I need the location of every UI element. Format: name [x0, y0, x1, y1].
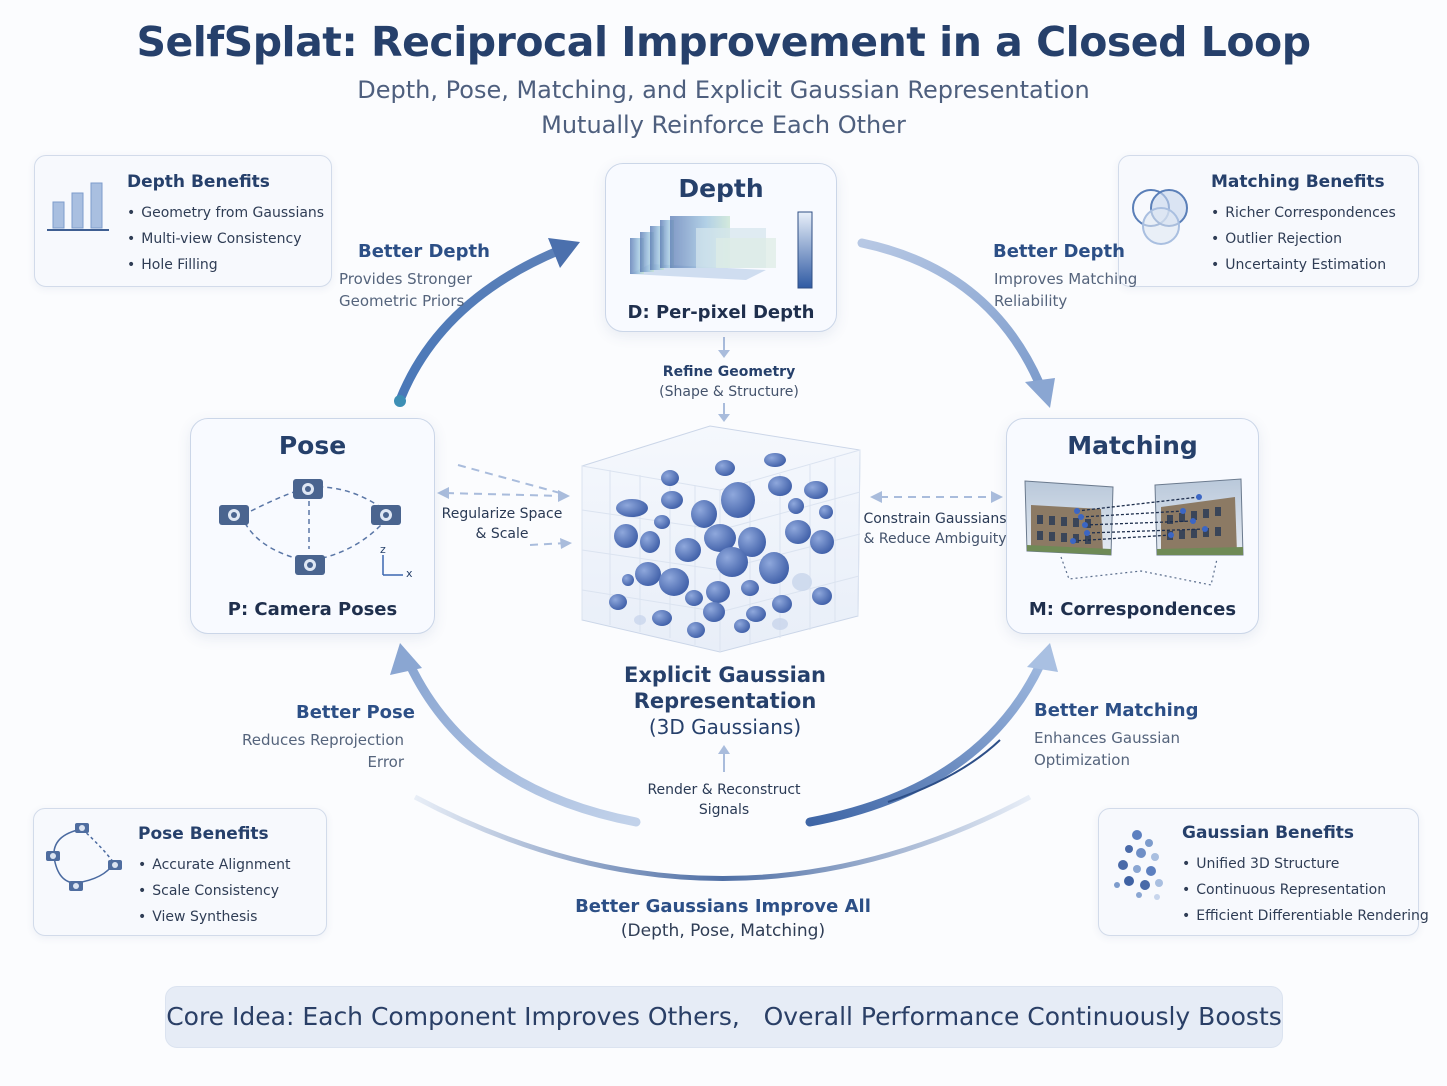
gaussian-title-line1: Explicit Gaussian	[624, 663, 826, 687]
label-text: Provides Stronger	[339, 270, 473, 288]
list-item: Geometry from Gaussians	[127, 200, 324, 226]
camera-icon	[219, 505, 249, 525]
node-subtitle: P: Camera Poses	[227, 599, 398, 620]
label-constrain: Constrain Gaussians & Reduce Ambiguity	[862, 509, 1008, 549]
list-item: Efficient Differentiable Rendering	[1182, 903, 1429, 929]
label-render: Render & Reconstruct Signals	[624, 780, 824, 820]
list-item: Richer Correspondences	[1211, 200, 1396, 226]
arrow-gauss-to-pose	[405, 660, 641, 827]
label-line: (Shape & Structure)	[659, 384, 799, 400]
bar-chart-icon	[47, 182, 109, 231]
core-idea-banner: Core Idea: Each Component Improves Other…	[165, 986, 1283, 1048]
label-line: Constrain Gaussians	[863, 511, 1007, 527]
label-text: Reliability	[994, 292, 1068, 310]
label-better-depth-right: Better Depth	[993, 241, 1125, 262]
arrow-depth-to-matching	[857, 238, 1045, 390]
list-item: Scale Consistency	[138, 878, 290, 904]
arrow-pose-to-depth	[395, 245, 565, 405]
label-text: Error	[367, 753, 404, 771]
node-subtitle: M: Correspondences	[1028, 599, 1237, 620]
label-text: Optimization	[1034, 751, 1130, 769]
label-line: Refine Geometry	[662, 364, 796, 380]
camera-poses-icon	[219, 479, 403, 576]
label-text: Enhances Gaussian	[1034, 729, 1181, 747]
label-text: Improves Matching	[994, 270, 1138, 288]
label-text: Geometric Priors	[339, 292, 465, 310]
right-photo	[1154, 478, 1244, 556]
depth-stack-icon	[630, 211, 813, 289]
camera-network-icon	[46, 823, 122, 891]
label-better-depth-left: Better Depth	[358, 241, 490, 262]
axis-x-label: x	[406, 567, 413, 580]
card-gaussian-benefits: Gaussian Benefits Unified 3D Structure C…	[1098, 808, 1429, 936]
node-subtitle: D: Per-pixel Depth	[627, 302, 815, 323]
gaussian-title: Explicit Gaussian Representation (3D Gau…	[560, 662, 890, 740]
arc-gaussians-improve-all	[413, 794, 1032, 881]
label-line: Regularize Space	[441, 506, 563, 522]
node-pose: Pose z x P: Camera Poses	[190, 418, 435, 634]
venn-icon	[1132, 189, 1188, 245]
list-item: Multi-view Consistency	[127, 226, 324, 252]
label-line: Render & Reconstruct	[647, 782, 801, 798]
list-item: Outlier Rejection	[1211, 226, 1396, 252]
node-title: Depth	[678, 174, 764, 203]
label-line: & Reduce Ambiguity	[863, 531, 1007, 547]
node-depth: Depth D: Per-pixel Depth	[605, 163, 837, 332]
list-item: Uncertainty Estimation	[1211, 252, 1396, 278]
node-title: Pose	[278, 431, 347, 460]
card-pose-benefits: Pose Benefits Accurate Alignment Scale C…	[33, 808, 327, 936]
label-regularize: Regularize Space & Scale	[432, 504, 572, 544]
list-item: Hole Filling	[127, 252, 324, 278]
label-text: Reduces Reprojection	[242, 731, 404, 749]
label-line: & Scale	[475, 526, 529, 542]
axis-z-label: z	[380, 543, 386, 556]
card-title: Depth Benefits	[127, 172, 270, 192]
arrow-matching-to-gauss	[805, 660, 1045, 827]
node-matching: Matching	[1006, 418, 1259, 634]
label-better-matching: Better Matching	[1034, 700, 1199, 721]
label-refine-geometry: Refine Geometry (Shape & Structure)	[634, 362, 824, 402]
gaussian-title-line2: Representation	[633, 689, 817, 713]
list-item: View Synthesis	[138, 904, 290, 930]
card-depth-benefits: Depth Benefits Geometry from Gaussians M…	[34, 155, 332, 287]
card-title: Pose Benefits	[138, 824, 269, 844]
gaussian-dots-icon	[1114, 830, 1163, 900]
gaussian-title-line3: (3D Gaussians)	[648, 715, 802, 739]
label-text: (Depth, Pose, Matching)	[620, 921, 826, 941]
card-title: Matching Benefits	[1211, 172, 1385, 192]
page-title: SelfSplat: Reciprocal Improvement in a C…	[136, 18, 1311, 66]
left-photo	[1024, 480, 1114, 556]
gaussian-cube-icon	[581, 425, 861, 653]
page-subtitle-line1: Depth, Pose, Matching, and Explicit Gaus…	[357, 76, 1090, 104]
card-title: Gaussian Benefits	[1182, 823, 1355, 843]
list-item: Continuous Representation	[1182, 877, 1429, 903]
page-subtitle-line2: Mutually Reinforce Each Other	[541, 111, 906, 139]
list-item: Unified 3D Structure	[1182, 851, 1429, 877]
label-better-pose: Better Pose	[296, 702, 415, 723]
list-item: Accurate Alignment	[138, 852, 290, 878]
label-better-gaussians: Better Gaussians Improve All	[575, 896, 871, 917]
image-matching-icon	[1024, 478, 1244, 586]
node-title: Matching	[1067, 431, 1198, 460]
card-matching-benefits: Matching Benefits Richer Correspondences…	[1118, 155, 1419, 287]
label-line: Signals	[698, 802, 750, 818]
